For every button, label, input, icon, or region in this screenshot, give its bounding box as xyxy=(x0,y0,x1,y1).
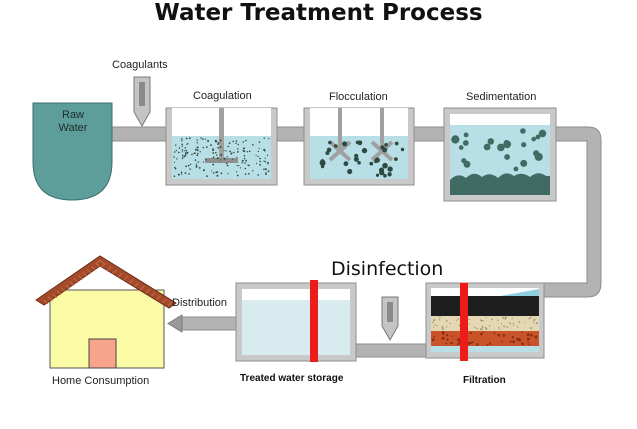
sedimentation-particles xyxy=(451,128,547,172)
home-consumption-label: Home Consumption xyxy=(52,375,150,387)
sedimentation-label: Sedimentation xyxy=(466,91,537,103)
filtration-label: Filtration xyxy=(463,375,506,386)
filter-gravel-layer xyxy=(431,331,539,346)
flocculation-particles xyxy=(319,140,405,178)
raw-water-label-line1: Raw xyxy=(61,109,84,121)
treated-water-storage-label: Treated water storage xyxy=(240,373,344,384)
raw-water-label-line2: Water xyxy=(58,122,88,134)
distribution-label: Distribution xyxy=(172,297,228,309)
filter-anthracite-layer xyxy=(431,296,539,316)
diagram-title: Water Treatment Process xyxy=(154,0,483,26)
coagulation-tank xyxy=(165,107,278,186)
filtration-tank xyxy=(425,282,545,361)
sedimentation-tank xyxy=(443,107,557,202)
raw-water-reservoir xyxy=(32,102,113,201)
disinfectant-arrow xyxy=(381,296,399,342)
distribution-pipe xyxy=(167,314,237,333)
house-roof xyxy=(35,255,177,309)
coagulants-label: Coagulants xyxy=(112,59,168,71)
coagulation-particles xyxy=(173,137,270,178)
pipe-coagulation-to-flocculation xyxy=(275,126,307,142)
pipe-flocculation-to-sedimentation xyxy=(411,126,447,142)
coagulant-arrow xyxy=(133,76,151,128)
flocculation-label: Flocculation xyxy=(329,91,388,103)
coagulation-label: Coagulation xyxy=(193,90,252,102)
house-door xyxy=(88,338,117,369)
pipe-raw-to-coagulation xyxy=(111,126,169,142)
filter-sand-layer xyxy=(431,316,539,331)
disinfection-bar-filtration xyxy=(460,283,468,361)
storage-tank xyxy=(235,280,357,362)
disinfection-bar-storage xyxy=(310,280,318,362)
flocculation-tank xyxy=(303,107,415,186)
raw-water-label: Raw Water xyxy=(48,109,98,135)
disinfection-label: Disinfection xyxy=(331,258,444,280)
house xyxy=(35,255,177,369)
sediment-layer xyxy=(450,173,550,195)
pipe-filtration-to-storage xyxy=(353,343,429,358)
